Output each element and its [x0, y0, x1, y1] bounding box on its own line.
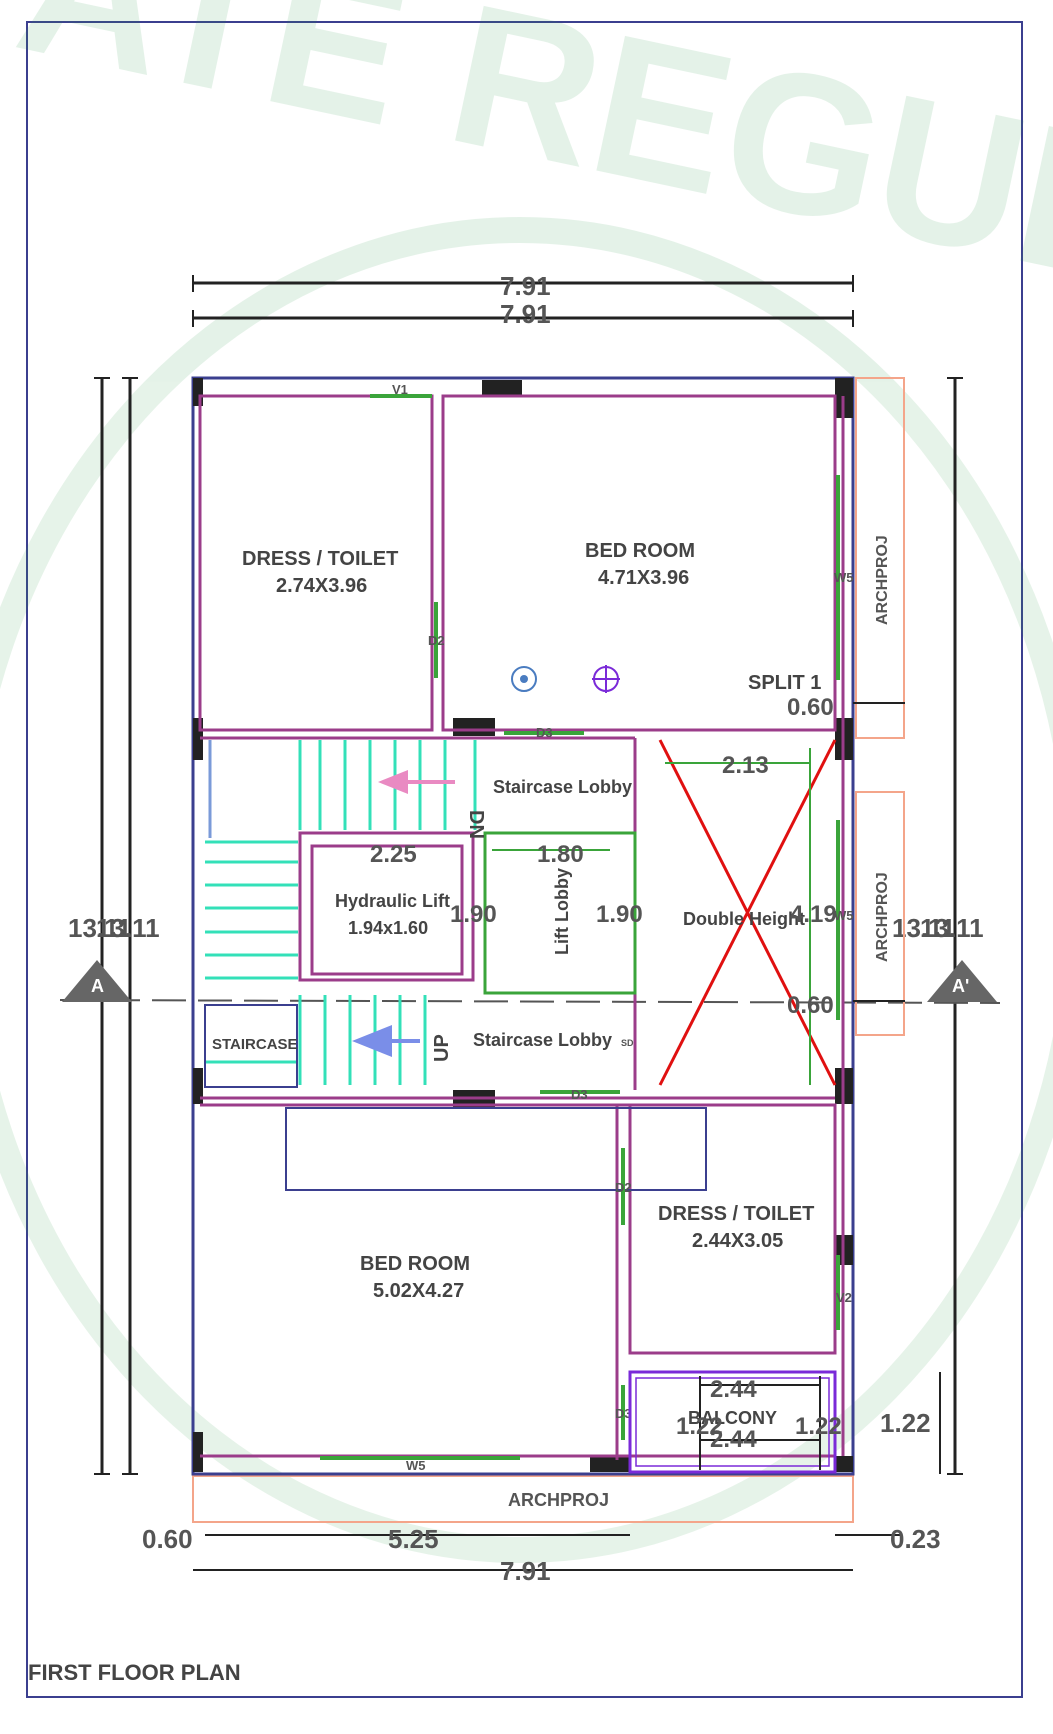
- stair-landing: [204, 1004, 298, 1088]
- dim-proj-mid: 0.60: [787, 992, 834, 1019]
- double-height-name: Double Height: [683, 909, 805, 929]
- lift-lobby-box: [483, 831, 637, 995]
- archproj-top-right: ARCHPROJ: [874, 535, 891, 625]
- dim-balcony-width-bottom: 2.44: [710, 1426, 757, 1453]
- fan-icon: [511, 666, 537, 692]
- dim-bottom-span: 5.25: [388, 1524, 439, 1554]
- openings: [320, 394, 840, 1460]
- section-marker-right: [927, 960, 997, 1002]
- dim-height-right-overlap: 13.11: [920, 913, 984, 943]
- page-frame: [26, 21, 1023, 1698]
- stair-arrows: [352, 770, 455, 1057]
- bed-room-bottom-size: 5.02X4.27: [373, 1280, 464, 1302]
- dim-lobby-width: 1.80: [537, 841, 584, 868]
- staircase-lobby-bottom-name: Staircase Lobby: [473, 1030, 612, 1050]
- dim-right-offset: 0.23: [890, 1524, 941, 1554]
- dim-lobby-height: 1.90: [596, 901, 643, 928]
- outer-wall: [191, 376, 855, 1476]
- left-dimensions: 13.11 13.11: [68, 377, 160, 1475]
- misc-labels: SPLIT 1 DN UP: [431, 672, 821, 1062]
- double-height-cross: [658, 739, 837, 1086]
- wardrobe: [285, 1107, 707, 1191]
- dim-balcony-height-left: 1.22: [676, 1413, 723, 1440]
- watermark: ATE REGULA: [0, 0, 1053, 1563]
- dim-proj-top: 0.60: [787, 694, 834, 721]
- staircase-steps: [205, 740, 477, 1085]
- tag-d3-a: D3: [536, 725, 553, 740]
- dim-balcony-width-top: 2.44: [710, 1376, 757, 1403]
- staircase-name: STAIRCASE: [212, 1036, 298, 1053]
- tag-v1: V1: [392, 382, 408, 397]
- tag-d3-b: D3: [571, 1087, 588, 1102]
- inner-dim-lines: [492, 748, 811, 1085]
- dim-height-left-overlap: 13.11: [96, 913, 160, 943]
- dim-lift-width: 2.25: [370, 841, 417, 868]
- top-dimensions: 7.91 7.91: [192, 271, 854, 329]
- dim-height-right: 13.11: [892, 913, 956, 943]
- tag-d2-a: D2: [428, 633, 445, 648]
- dim-lift-height: 1.90: [450, 901, 497, 928]
- tag-d2-b: D2: [615, 1180, 632, 1195]
- dim-balcony-height-right: 1.22: [795, 1413, 842, 1440]
- arch-projections: ARCHPROJ ARCHPROJ ARCHPROJ: [192, 377, 905, 1523]
- dim-double-height-width: 2.13: [722, 752, 769, 779]
- dim-balcony-outer: 1.22: [880, 1408, 931, 1438]
- up-label: UP: [431, 1034, 453, 1062]
- room-labels: DRESS / TOILET 2.74X3.96 BED ROOM 4.71X3…: [212, 540, 814, 1428]
- tag-d3-c: D3: [615, 1406, 632, 1421]
- lift-lobby-name: Lift Lobby: [552, 868, 572, 955]
- drawing-title: FIRST FLOOR PLAN: [28, 1660, 241, 1685]
- dim-double-height-height: 4.19: [790, 901, 837, 928]
- tag-w5-b: W5: [834, 908, 854, 923]
- tag-w5-a: W5: [834, 570, 854, 585]
- dim-left-offset: 0.60: [142, 1524, 193, 1554]
- archproj-bottom: ARCHPROJ: [508, 1490, 609, 1510]
- bed-room-bottom-name: BED ROOM: [360, 1253, 470, 1275]
- right-dimensions: 13.11 13.11 1.22: [880, 377, 984, 1475]
- hydraulic-lift-size: 1.94x1.60: [348, 918, 428, 938]
- tag-sd: SD: [621, 1038, 634, 1048]
- bottom-dimensions: 0.60 5.25 0.23 7.91: [142, 1524, 941, 1586]
- balcony-name: BALCONY: [688, 1408, 777, 1428]
- dim-width-bottom: 7.91: [500, 1556, 551, 1586]
- dim-height-left: 13.11: [68, 913, 132, 943]
- balcony: [628, 1370, 837, 1474]
- dress-toilet-bottom-name: DRESS / TOILET: [658, 1203, 814, 1225]
- dress-toilet-top-size: 2.74X3.96: [276, 575, 367, 597]
- staircase-lobby-top-name: Staircase Lobby: [493, 777, 632, 797]
- archproj-mid-right: ARCHPROJ: [874, 872, 891, 962]
- dress-toilet-top-name: DRESS / TOILET: [242, 548, 398, 570]
- tag-w5-c: W5: [406, 1458, 426, 1473]
- projection-dim-lines: [193, 702, 905, 1571]
- section-marker-left: [62, 960, 132, 1002]
- inner-dimension-text: 2.25 1.80 1.90 1.90 2.13 4.19 0.60 0.60 …: [370, 694, 842, 1453]
- tag-v2: V2: [836, 1290, 852, 1305]
- opening-tags: V1 D2 D3 W5 W5 D3 D2 D3 W5 V2 SD: [392, 382, 854, 1473]
- section-label-left: A: [91, 976, 104, 996]
- split-label: SPLIT 1: [748, 672, 821, 694]
- bed-room-top-size: 4.71X3.96: [598, 567, 689, 589]
- bed-room-top-name: BED ROOM: [585, 540, 695, 562]
- section-line: A A': [59, 960, 1001, 1004]
- dim-width-top-1: 7.91: [500, 271, 551, 301]
- hydraulic-lift-name: Hydraulic Lift: [335, 891, 450, 911]
- dim-width-top-2: 7.91: [500, 299, 551, 329]
- ceiling-fixtures: [511, 665, 620, 693]
- section-label-right: A': [952, 976, 969, 996]
- dn-label: DN: [465, 810, 487, 839]
- dress-toilet-bottom-size: 2.44X3.05: [692, 1230, 783, 1252]
